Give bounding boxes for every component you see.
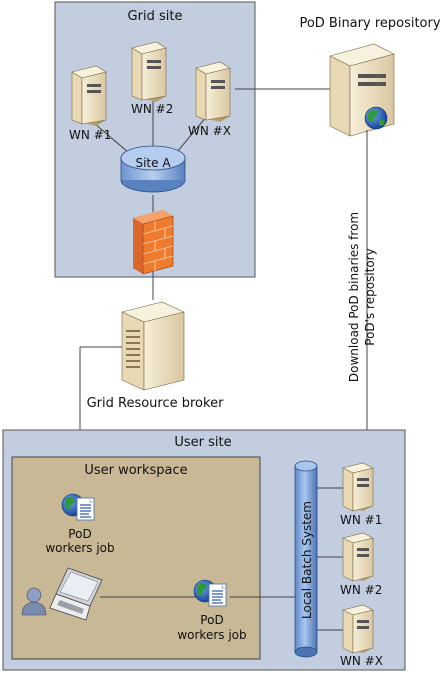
site-a-router-label: Site A (135, 156, 171, 170)
grid-worker-node-x-icon (195, 61, 231, 122)
user-site-links (100, 487, 346, 631)
user-icon (21, 587, 47, 616)
user-worker-node-1-label: WN #1 (340, 513, 382, 527)
repository-globe-icon (364, 106, 388, 130)
user-worker-node-x-label: WN #X (340, 654, 383, 668)
user-worker-node-1-icon (342, 462, 374, 512)
site-a-router-icon (120, 145, 186, 193)
pod-job-bottom-icon (193, 579, 227, 607)
pod-job-top-label-1: PoD (68, 527, 91, 541)
local-batch-system-label: Local Batch System (300, 501, 314, 619)
local-batch-system-icon (294, 460, 318, 658)
grid-worker-node-2-icon (131, 41, 167, 102)
pod-job-top-label-2: workers job (45, 541, 114, 555)
pod-job-bottom-label-1: PoD (200, 613, 223, 627)
grid-worker-node-x-label: WN #X (188, 124, 231, 138)
grid-resource-broker-label: Grid Resource broker (87, 396, 224, 411)
grid-worker-node-2-label: WN #2 (131, 102, 173, 116)
user-workspace-title: User workspace (84, 463, 187, 478)
grid-resource-broker-icon (121, 301, 185, 391)
user-worker-node-2-icon (342, 532, 374, 582)
download-label-line-2: PoD's repository (363, 248, 377, 345)
user-site-title: User site (174, 435, 231, 450)
firewall-icon (133, 210, 174, 275)
pod-job-bottom-label-2: workers job (177, 628, 246, 642)
grid-worker-node-1-label: WN #1 (69, 128, 111, 142)
download-label-line-1: Download PoD binaries from (347, 212, 361, 382)
repository-title: PoD Binary repository (299, 16, 440, 31)
grid-worker-node-1-icon (71, 65, 107, 126)
user-worker-node-x-icon (342, 604, 374, 654)
user-worker-node-2-label: WN #2 (340, 583, 382, 597)
user-workspace-box (11, 456, 261, 660)
laptop-icon (49, 567, 103, 621)
pod-job-top-icon (61, 493, 95, 521)
grid-site-title: Grid site (128, 9, 183, 24)
